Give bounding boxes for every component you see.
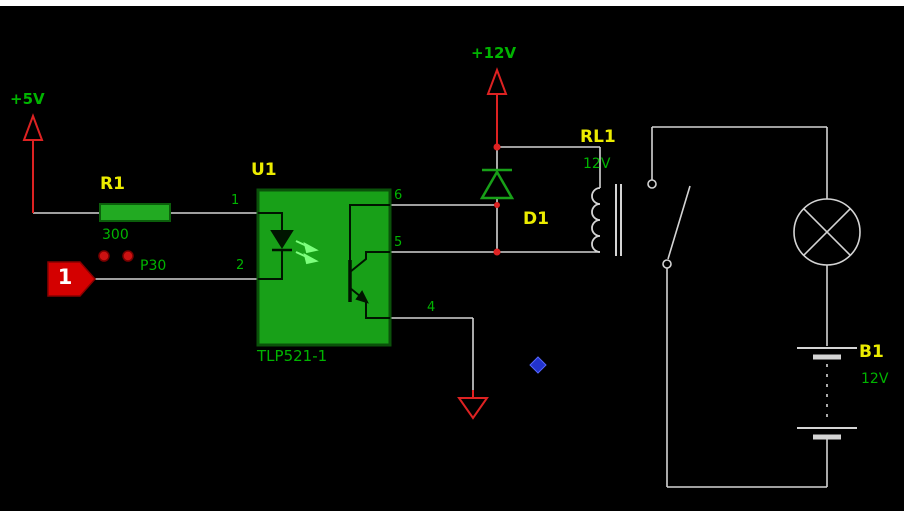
b1-value-label: 12V [861, 371, 889, 387]
r1-ref-label: R1 [100, 174, 125, 194]
origin-marker-icon [529, 356, 547, 374]
u1-pin6-label: 6 [394, 188, 403, 203]
led-symbol [258, 212, 294, 280]
u1-pin4-label: 4 [427, 300, 436, 315]
u1-pin2-label: 2 [236, 258, 245, 273]
net-label-p30: P30 [140, 258, 167, 274]
right-edge-strip [904, 0, 912, 511]
u1-pin5-label: 5 [394, 235, 403, 250]
b1-ref-label: B1 [859, 342, 884, 362]
rl1-value-label: 12V [583, 156, 611, 172]
top-edge-strip [0, 0, 912, 6]
light-arrows-icon [295, 240, 319, 265]
r1-value-label: 300 [102, 227, 129, 243]
u1-part-label: TLP521-1 [257, 347, 328, 365]
optocoupler-u1-symbol[interactable] [256, 188, 392, 347]
battery-b1-symbol[interactable] [797, 347, 857, 440]
lamp-symbol[interactable] [793, 198, 861, 266]
phototransistor-symbol [348, 204, 390, 319]
u1-ref-label: U1 [251, 160, 277, 180]
input-terminal-marker[interactable] [47, 261, 97, 297]
relay-contact-symbol[interactable] [647, 127, 691, 487]
marker-dots [98, 250, 134, 262]
ground-symbol[interactable] [457, 390, 489, 420]
power-5v-symbol[interactable] [22, 113, 44, 213]
power-12v-label: +12V [471, 44, 517, 62]
junction-dots [493, 143, 501, 256]
d1-ref-label: D1 [523, 209, 549, 229]
input-marker-number: 1 [57, 265, 73, 289]
power-12v-symbol[interactable] [486, 67, 508, 147]
relay-coil-symbol[interactable] [591, 184, 622, 256]
u1-pin1-label: 1 [231, 193, 240, 208]
diode-d1-symbol[interactable] [479, 168, 515, 200]
rl1-ref-label: RL1 [580, 127, 616, 147]
resistor-r1-symbol[interactable] [99, 203, 171, 222]
power-5v-label: +5V [10, 90, 45, 108]
